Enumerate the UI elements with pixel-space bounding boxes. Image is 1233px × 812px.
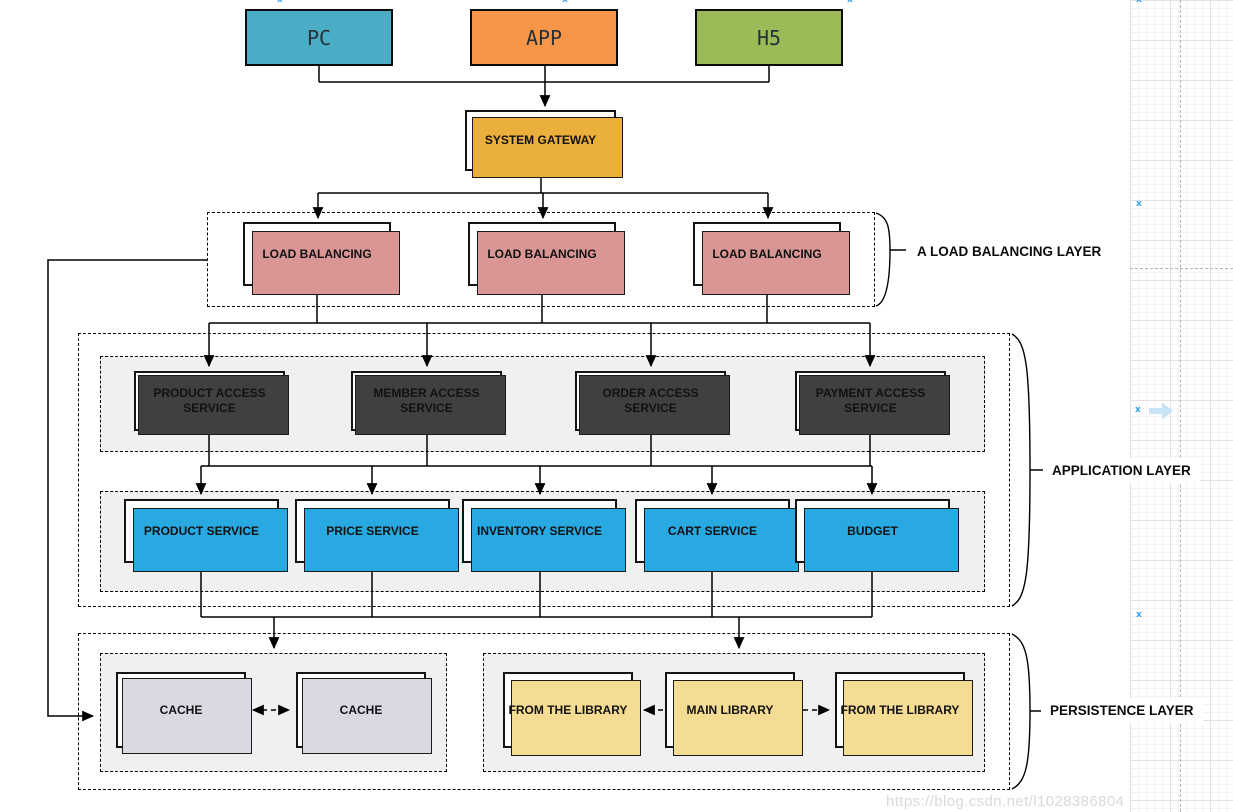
node-order-access-service[interactable]: ORDER ACCESS SERVICE (575, 371, 730, 435)
node-h5[interactable]: H5 (695, 9, 843, 66)
node-pc[interactable]: PC (245, 9, 393, 66)
guide-x-icon: x (562, 0, 568, 5)
node-app[interactable]: APP (470, 9, 618, 66)
node-load-balancing-1[interactable]: LOAD BALANCING (243, 222, 400, 295)
node-label: INVENTORY SERVICE (477, 523, 602, 538)
guide-x-icon: x (1136, 610, 1142, 620)
node-load-balancing-2[interactable]: LOAD BALANCING (468, 222, 625, 295)
node-label: FROM THE LIBRARY (508, 702, 628, 717)
label-application-layer: APPLICATION LAYER (1043, 458, 1200, 483)
node-member-access-service[interactable]: MEMBER ACCESS SERVICE (351, 371, 506, 435)
label-persistence-layer: PERSISTENCE LAYER (1041, 698, 1203, 723)
node-cache-1[interactable]: CACHE (116, 672, 252, 754)
watermark-url: https://blog.csdn.net/l1028386804 (886, 793, 1125, 810)
node-label: PC (306, 25, 332, 50)
page-boundary-vertical (1180, 0, 1181, 812)
node-label: PAYMENT ACCESS SERVICE (815, 386, 926, 415)
node-label: ORDER ACCESS SERVICE (602, 386, 699, 415)
node-cart-service[interactable]: CART SERVICE (635, 499, 799, 572)
guide-x-icon: x (1136, 199, 1142, 209)
node-label: LOAD BALANCING (487, 246, 597, 261)
canvas-grid (1130, 0, 1233, 812)
guide-x-icon: x (1135, 405, 1141, 415)
node-label: CACHE (339, 702, 383, 717)
node-from-the-library-2[interactable]: FROM THE LIBRARY (835, 672, 973, 756)
node-load-balancing-3[interactable]: LOAD BALANCING (693, 222, 850, 295)
node-inventory-service[interactable]: INVENTORY SERVICE (462, 499, 626, 572)
node-label: PRODUCT ACCESS SERVICE (153, 386, 266, 415)
node-label: H5 (756, 25, 782, 50)
node-label: PRODUCT SERVICE (143, 523, 260, 538)
node-from-the-library-1[interactable]: FROM THE LIBRARY (503, 672, 641, 756)
node-label: FROM THE LIBRARY (840, 702, 960, 717)
guide-x-icon: x (847, 0, 853, 5)
node-label: PRICE SERVICE (326, 523, 419, 538)
node-label: CACHE (159, 702, 203, 717)
node-label: BUDGET (847, 523, 898, 538)
node-label: LOAD BALANCING (712, 246, 822, 261)
node-product-access-service[interactable]: PRODUCT ACCESS SERVICE (134, 371, 289, 435)
label-load-balancing-layer: A LOAD BALANCING LAYER (908, 239, 1111, 264)
node-cache-2[interactable]: CACHE (296, 672, 432, 754)
node-payment-access-service[interactable]: PAYMENT ACCESS SERVICE (795, 371, 950, 435)
node-product-service[interactable]: PRODUCT SERVICE (124, 499, 288, 572)
page-boundary-horizontal (1130, 268, 1233, 269)
node-label: SYSTEM GATEWAY (484, 133, 597, 147)
node-label: LOAD BALANCING (262, 246, 372, 261)
guide-x-icon: x (277, 0, 283, 5)
node-budget[interactable]: BUDGET (795, 499, 959, 572)
guide-x-icon: x (1136, 0, 1142, 5)
node-main-library[interactable]: MAIN LIBRARY (665, 672, 803, 756)
node-label: APP (525, 25, 563, 50)
node-price-service[interactable]: PRICE SERVICE (295, 499, 459, 572)
node-label: MEMBER ACCESS SERVICE (373, 386, 480, 415)
node-system-gateway[interactable]: SYSTEM GATEWAY (465, 110, 623, 178)
node-label: MAIN LIBRARY (686, 702, 774, 717)
node-label: CART SERVICE (667, 523, 758, 538)
